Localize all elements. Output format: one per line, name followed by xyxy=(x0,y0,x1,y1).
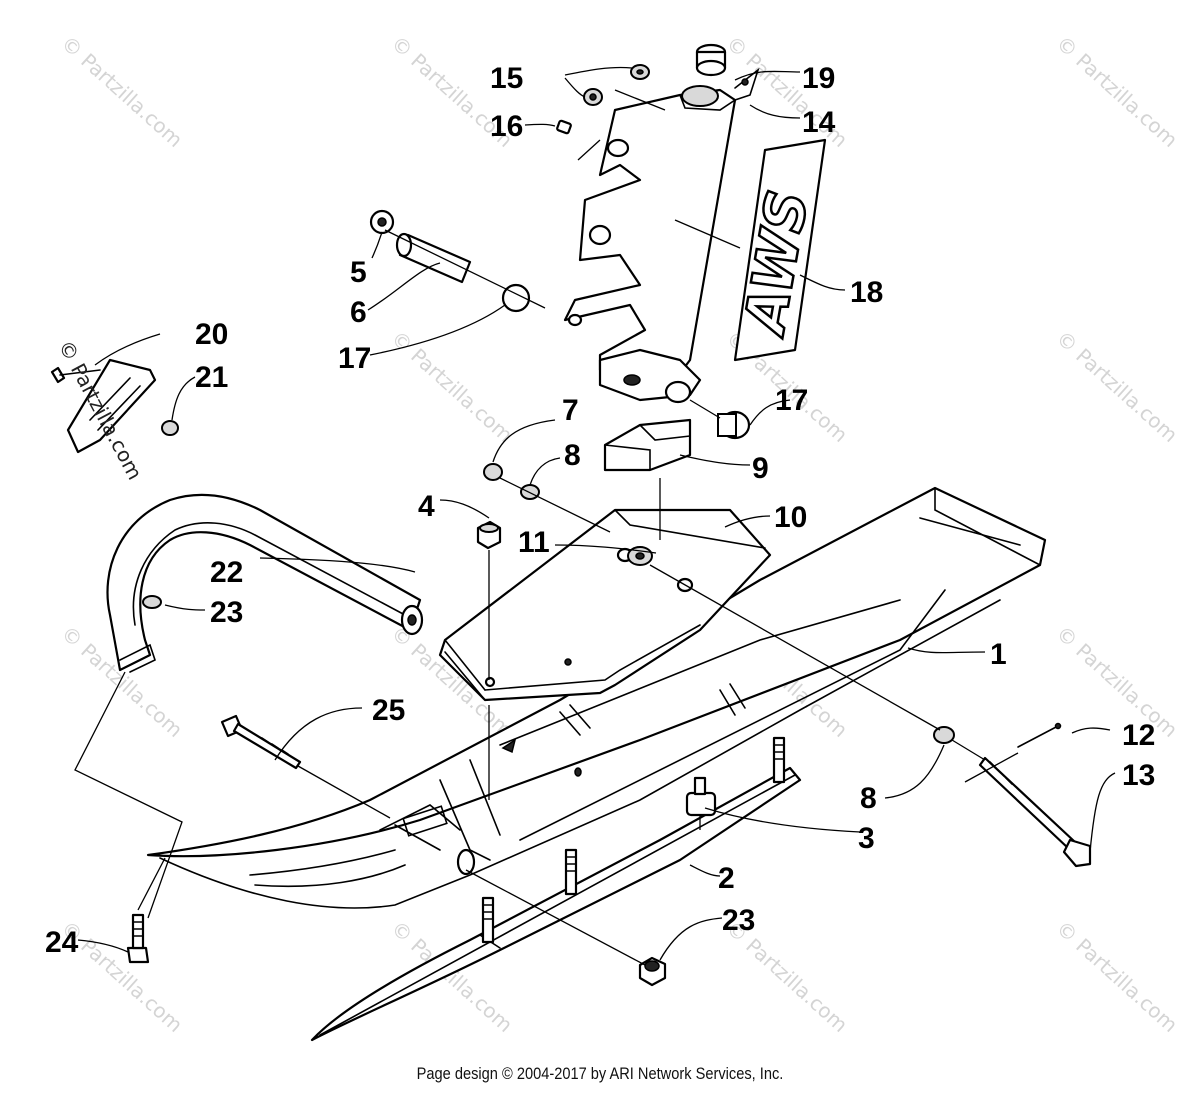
copyright-footer: Page design © 2004-2017 by ARI Network S… xyxy=(416,1064,784,1083)
part-label: 3 xyxy=(858,822,875,855)
watermark: © Partzilla.com xyxy=(1052,31,1183,152)
clip-bracket: © Partzilla.com xyxy=(50,336,179,484)
washer xyxy=(933,726,955,744)
part-label: 8 xyxy=(564,439,581,472)
decal: AWS xyxy=(731,138,827,362)
washer xyxy=(520,484,540,500)
part-labels: 1 2 3 4 5 6 7 8 8 9 10 11 12 13 14 15 16… xyxy=(45,62,1155,959)
part-label: 2 xyxy=(718,862,735,895)
part-label: 11 xyxy=(518,526,550,559)
watermark: © Partzilla.com xyxy=(57,31,188,152)
part-label: 22 xyxy=(210,556,243,589)
watermark: © Partzilla.com xyxy=(1052,621,1183,742)
watermark: © Partzilla.com xyxy=(387,326,518,447)
loop-handle xyxy=(106,493,424,673)
part-label: 19 xyxy=(802,62,835,95)
nut xyxy=(638,956,667,987)
nut xyxy=(483,463,503,481)
wear-rod xyxy=(310,736,802,1042)
decal-logo: AWS xyxy=(732,186,821,341)
part-label: 18 xyxy=(850,276,883,309)
part-label: 14 xyxy=(802,106,836,139)
bushing xyxy=(717,410,751,440)
part-label: 4 xyxy=(418,490,435,523)
nut xyxy=(476,520,502,550)
part-label: 16 xyxy=(490,110,523,143)
saddle xyxy=(438,508,772,702)
part-label: 23 xyxy=(722,904,755,937)
watermark: © Partzilla.com xyxy=(1052,326,1183,447)
part-label: 15 xyxy=(490,62,523,95)
part-label: 25 xyxy=(372,694,405,727)
part-label: 10 xyxy=(774,501,807,534)
part-label: 20 xyxy=(195,318,228,351)
part-label: 12 xyxy=(1122,719,1155,752)
washers-15 xyxy=(583,64,650,106)
bushing xyxy=(501,283,531,313)
part-label: 8 xyxy=(860,782,877,815)
cap xyxy=(695,43,727,77)
part-label: 13 xyxy=(1122,759,1155,792)
part-label: 24 xyxy=(45,926,79,959)
leader-lines xyxy=(74,66,1116,966)
cotter-pin xyxy=(1017,722,1062,748)
bolt xyxy=(220,714,302,770)
bolt xyxy=(126,913,150,964)
sleeve xyxy=(395,232,472,284)
part-label: 17 xyxy=(775,384,808,417)
part-label: 9 xyxy=(752,452,769,485)
part-label: 5 xyxy=(350,256,367,289)
ski xyxy=(146,486,1047,909)
spindle xyxy=(563,67,760,404)
bumper xyxy=(603,418,692,472)
part-label: 7 xyxy=(562,394,579,427)
part-label: 23 xyxy=(210,596,243,629)
part-label: 1 xyxy=(990,638,1007,671)
watermark: © Partzilla.com xyxy=(54,336,148,484)
grease-fitting xyxy=(556,119,572,135)
bushing xyxy=(369,209,395,235)
part-label: 6 xyxy=(350,296,367,329)
watermark: © Partzilla.com xyxy=(1052,916,1183,1037)
bolt xyxy=(978,756,1092,868)
part-label: 21 xyxy=(195,361,228,394)
part-label: 17 xyxy=(338,342,371,375)
